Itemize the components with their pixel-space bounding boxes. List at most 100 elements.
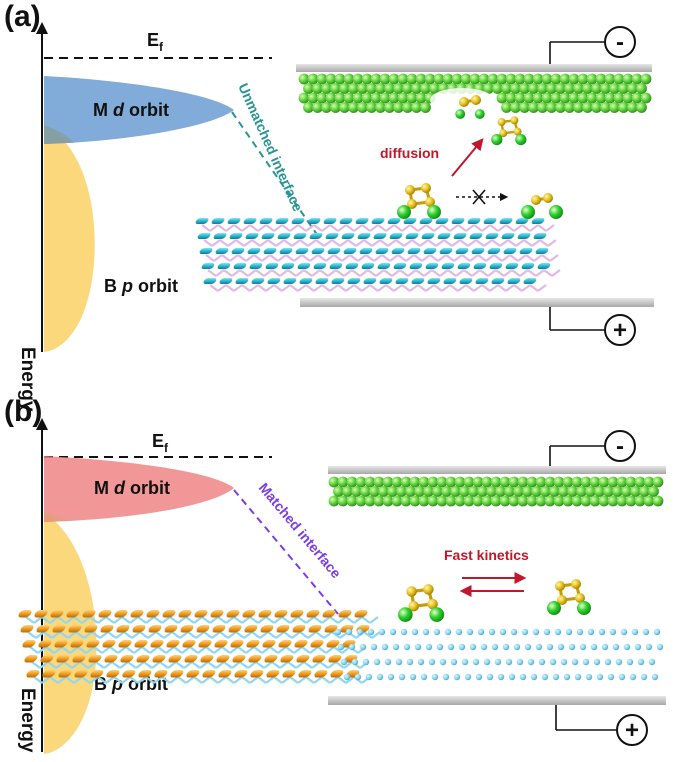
- li-atom: [384, 83, 395, 94]
- s-atom: [425, 197, 435, 207]
- metal-rod: [40, 655, 54, 663]
- li-atom: [427, 495, 439, 507]
- li-atom: [631, 92, 643, 104]
- positive-terminal: [616, 714, 648, 746]
- b-b-link: [511, 269, 521, 277]
- li-atom: [361, 73, 373, 85]
- b-b-link: [269, 646, 279, 654]
- b-b-link: [47, 661, 57, 669]
- li-atom: [562, 476, 574, 488]
- b-b-link: [359, 269, 369, 277]
- b-b-link: [177, 616, 187, 624]
- s-atom: [510, 116, 519, 125]
- metal-rod: [341, 233, 355, 239]
- boron-atom: [469, 643, 477, 651]
- boron-atom: [543, 628, 551, 636]
- li-atom: [531, 486, 542, 497]
- b-b-link: [157, 646, 167, 654]
- b-b-link: [499, 239, 509, 247]
- b-b-link: [289, 676, 299, 684]
- metal-rod: [328, 655, 342, 663]
- li-atom: [640, 92, 652, 104]
- boron-atom: [425, 643, 433, 651]
- metal-rod: [359, 248, 373, 254]
- boron-atom: [466, 628, 474, 636]
- li-atom: [441, 486, 452, 497]
- li-atom: [577, 92, 589, 104]
- boron-atom: [486, 673, 494, 681]
- metal-rod: [227, 218, 241, 224]
- li-atom: [348, 83, 359, 94]
- b-b-link: [291, 239, 301, 247]
- b-b-link: [185, 616, 195, 624]
- b-b-link: [203, 239, 213, 247]
- b-b-link: [35, 631, 45, 639]
- metal-rod: [259, 218, 273, 224]
- b-b-link: [343, 269, 353, 277]
- metal-rod: [531, 218, 545, 224]
- li-atom: [526, 495, 538, 507]
- negative-sign: -: [616, 433, 624, 460]
- li-atom: [445, 476, 457, 488]
- lithium-anode-layer: [328, 476, 664, 507]
- boron-atom: [640, 673, 648, 681]
- b-b-link: [303, 661, 313, 669]
- metal-rod: [483, 218, 497, 224]
- b-b-link: [277, 646, 287, 654]
- li-atom: [325, 92, 337, 104]
- li-atom: [609, 102, 620, 113]
- b-b-link: [521, 224, 531, 232]
- li-atom: [580, 476, 592, 488]
- b-b-link: [163, 631, 173, 639]
- b-b-link: [135, 661, 145, 669]
- s-atom: [471, 95, 481, 105]
- b-b-link: [211, 631, 221, 639]
- metal-rod: [471, 248, 485, 254]
- li-atom: [334, 73, 346, 85]
- metal-rod: [230, 640, 244, 648]
- b-b-link: [217, 676, 227, 684]
- li-atom: [459, 486, 470, 497]
- b-p-orbit-shape: [44, 125, 95, 352]
- b-b-link: [205, 254, 215, 262]
- b-b-link: [217, 616, 227, 624]
- metal-rod: [132, 625, 146, 633]
- b-b-link: [65, 676, 75, 684]
- s-atom: [531, 195, 541, 205]
- li-atom: [510, 102, 521, 113]
- li-atom: [321, 102, 332, 113]
- b-b-link: [69, 646, 79, 654]
- b-b-link: [325, 646, 335, 654]
- panel-label: (b): [4, 395, 42, 428]
- orbit-overlap: [44, 125, 74, 144]
- b-b-link: [433, 284, 443, 292]
- b-b-link: [497, 284, 507, 292]
- b-b-link: [535, 269, 545, 277]
- li-atom: [625, 495, 637, 507]
- metal-rod: [435, 218, 449, 224]
- li-atom: [472, 495, 484, 507]
- li-atom: [355, 476, 367, 488]
- li-atom: [550, 92, 562, 104]
- li-atom: [571, 495, 583, 507]
- boron-atom: [508, 673, 516, 681]
- li-atom: [316, 73, 328, 85]
- li-atom: [598, 476, 610, 488]
- metal-rod: [138, 670, 152, 678]
- b-b-link: [273, 676, 283, 684]
- metal-rod: [278, 640, 292, 648]
- b-b-link: [389, 254, 399, 262]
- boron-atom: [524, 643, 532, 651]
- b-b-link: [265, 676, 275, 684]
- b-b-link: [221, 254, 231, 262]
- b-b-link: [231, 269, 241, 277]
- li-atom: [567, 486, 578, 497]
- li-atom: [523, 92, 535, 104]
- boron-atom: [590, 643, 598, 651]
- metal-rod: [162, 610, 176, 618]
- negative-terminal: [604, 26, 636, 58]
- positive-sign: +: [625, 717, 639, 744]
- li-atom: [553, 476, 565, 488]
- b-b-link: [119, 661, 129, 669]
- b-b-link: [335, 269, 345, 277]
